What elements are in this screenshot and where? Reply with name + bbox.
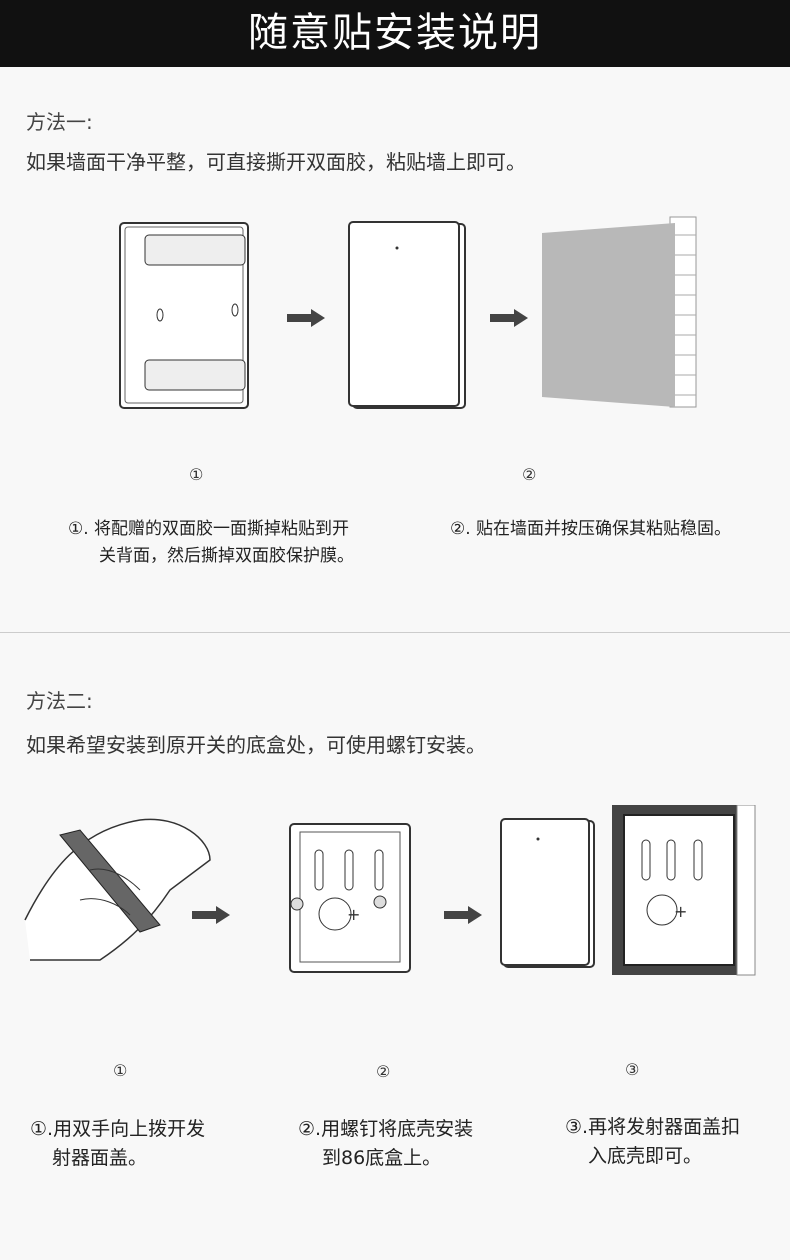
method2-step3-caption-line1: ③.再将发射器面盖扣 bbox=[565, 1116, 741, 1138]
method2-description: 如果希望安装到原开关的底盒处，可使用螺钉安装。 bbox=[26, 733, 486, 757]
arrow-right-icon bbox=[287, 309, 325, 327]
method2-step2-caption-line1: ②.用螺钉将底壳安装 bbox=[298, 1118, 474, 1140]
arrow-right-icon bbox=[444, 906, 482, 924]
page-title: 随意贴安装说明 bbox=[0, 0, 790, 67]
method1-step1-caption-line1: ①. 将配赠的双面胶一面撕掉粘贴到开 bbox=[68, 519, 350, 539]
svg-text:+: + bbox=[347, 905, 360, 924]
method2-heading: 方法二: bbox=[26, 689, 93, 713]
arrow-right-icon bbox=[490, 309, 528, 327]
switch-on-wall-illustration bbox=[542, 216, 697, 408]
method2-step3-caption-line2: 入底壳即可。 bbox=[588, 1145, 703, 1167]
method1-step1-number: ① bbox=[189, 465, 204, 484]
method1-step2-number: ② bbox=[522, 465, 537, 484]
switch-cover-illustration bbox=[500, 818, 595, 968]
method2-step3-number: ③ bbox=[625, 1060, 640, 1079]
method2-step1-caption-line1: ①.用双手向上拨开发 bbox=[30, 1118, 206, 1140]
method1-description: 如果墙面干净平整，可直接撕开双面胶，粘贴墙上即可。 bbox=[26, 150, 526, 174]
arrow-right-icon bbox=[192, 906, 230, 924]
method2-step2-caption-line2: 到86底盒上。 bbox=[322, 1147, 442, 1169]
section-divider bbox=[0, 632, 790, 633]
method1-step1-caption-line2: 关背面，然后撕掉双面胶保护膜。 bbox=[99, 546, 354, 566]
hands-opening-cover-illustration bbox=[24, 818, 211, 961]
base-shell-on-wall-illustration: + bbox=[612, 805, 756, 976]
method1-step2-caption: ②. 贴在墙面并按压确保其粘贴稳固。 bbox=[450, 519, 732, 539]
switch-front-illustration bbox=[348, 221, 466, 409]
switch-back-with-tape-illustration bbox=[119, 222, 249, 409]
method2-step1-caption-line2: 射器面盖。 bbox=[52, 1147, 148, 1169]
svg-text:+: + bbox=[674, 902, 687, 921]
method2-step2-number: ② bbox=[376, 1062, 391, 1081]
method2-step1-number: ① bbox=[113, 1061, 128, 1080]
method1-heading: 方法一: bbox=[26, 110, 93, 134]
base-shell-with-screws-illustration: + bbox=[289, 823, 411, 973]
